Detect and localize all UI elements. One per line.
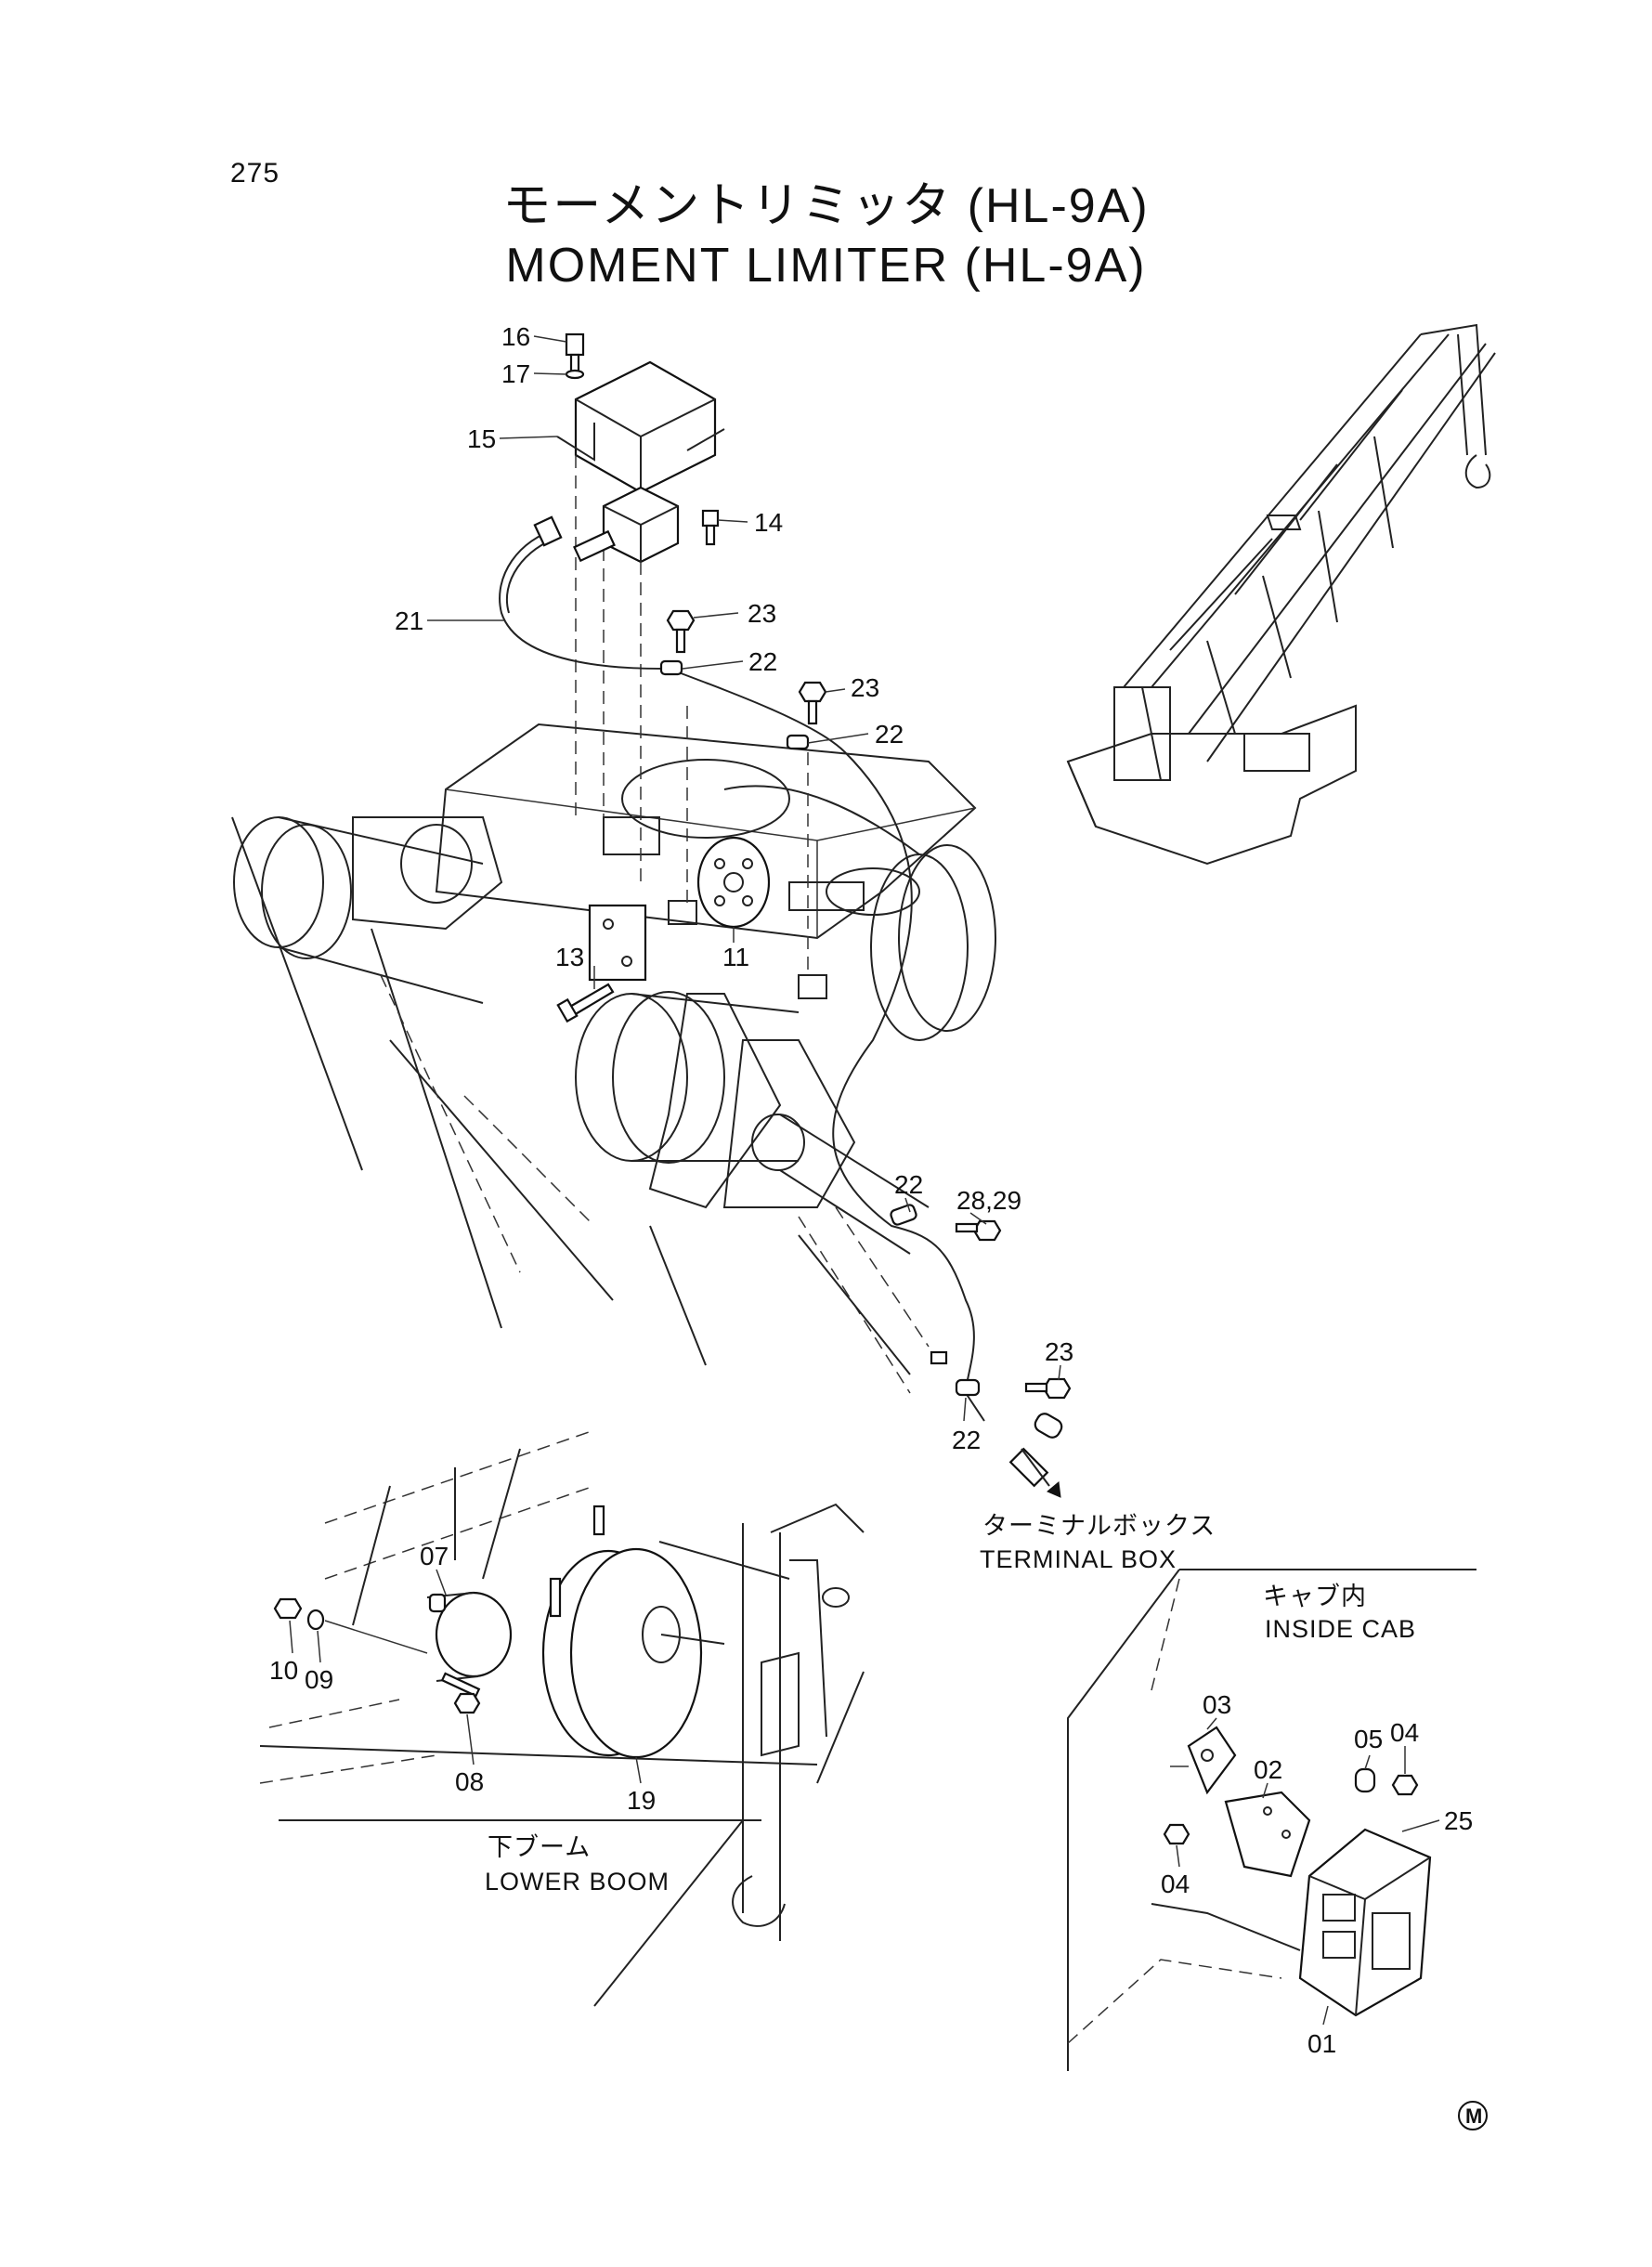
callout-08: 08 bbox=[455, 1767, 484, 1796]
cable-clamp-bolts bbox=[666, 609, 1072, 1400]
callout-04-a: 04 bbox=[1390, 1718, 1419, 1747]
leader-lines bbox=[289, 335, 1440, 2026]
inside-cab-caption-en: INSIDE CAB bbox=[1265, 1615, 1416, 1643]
callout-22-a: 22 bbox=[748, 647, 777, 676]
crawler-crane-icon bbox=[1066, 323, 1496, 866]
circled-m-mark: M bbox=[1458, 2101, 1488, 2130]
lower-boom-caption-en: LOWER BOOM bbox=[485, 1868, 670, 1896]
boom-foot-structure bbox=[231, 723, 996, 1394]
terminal-box-caption-jp: ターミナルボックス bbox=[982, 1512, 1216, 1540]
callout-17: 17 bbox=[501, 359, 530, 388]
callout-02: 02 bbox=[1254, 1755, 1282, 1784]
section-captions: ターミナルボックス TERMINAL BOX キャブ内 INSIDE CAB 下… bbox=[485, 1512, 1416, 1896]
page-title-japanese: モーメントリミッタ (HL-9A) bbox=[502, 179, 1150, 233]
callout-05: 05 bbox=[1354, 1725, 1383, 1753]
inside-cab-detail bbox=[1067, 1569, 1476, 2071]
callout-09: 09 bbox=[305, 1665, 333, 1694]
inside-cab-caption-jp: キャブ内 bbox=[1263, 1583, 1367, 1610]
callout-25: 25 bbox=[1444, 1806, 1473, 1835]
callout-19: 19 bbox=[627, 1786, 656, 1815]
callout-23-a: 23 bbox=[748, 599, 776, 628]
callout-16: 16 bbox=[501, 322, 530, 351]
callout-22-b: 22 bbox=[875, 720, 904, 749]
callout-14: 14 bbox=[754, 508, 783, 537]
lower-boom-detail bbox=[259, 1429, 865, 2007]
callout-07: 07 bbox=[420, 1542, 449, 1570]
callout-labels: 16 17 15 14 21 23 22 23 22 13 11 22 28,2… bbox=[269, 322, 1473, 2058]
callout-22-d: 22 bbox=[952, 1426, 981, 1454]
lower-boom-caption-jp: 下ブーム bbox=[488, 1833, 591, 1861]
page-number: 275 bbox=[230, 158, 280, 189]
callout-21: 21 bbox=[395, 606, 423, 635]
callout-23-b: 23 bbox=[851, 673, 879, 702]
callout-13: 13 bbox=[555, 943, 584, 971]
callout-01: 01 bbox=[1307, 2029, 1336, 2058]
callout-03: 03 bbox=[1203, 1690, 1231, 1719]
title-block: モーメントリミッタ (HL-9A) MOMENT LIMITER (HL-9A) bbox=[0, 176, 1652, 295]
callout-04-b: 04 bbox=[1161, 1870, 1190, 1898]
terminal-box-caption-en: TERMINAL BOX bbox=[980, 1545, 1177, 1573]
callout-15: 15 bbox=[467, 424, 496, 453]
callout-22-c: 22 bbox=[894, 1170, 923, 1199]
callout-11: 11 bbox=[722, 943, 749, 971]
callout-23-c: 23 bbox=[1045, 1337, 1073, 1366]
callout-10: 10 bbox=[269, 1656, 298, 1685]
mark-letter: M bbox=[1465, 2104, 1482, 2128]
callout-28-29: 28,29 bbox=[956, 1186, 1021, 1215]
page-title-english: MOMENT LIMITER (HL-9A) bbox=[505, 239, 1147, 293]
cable-21 bbox=[499, 515, 1063, 1498]
